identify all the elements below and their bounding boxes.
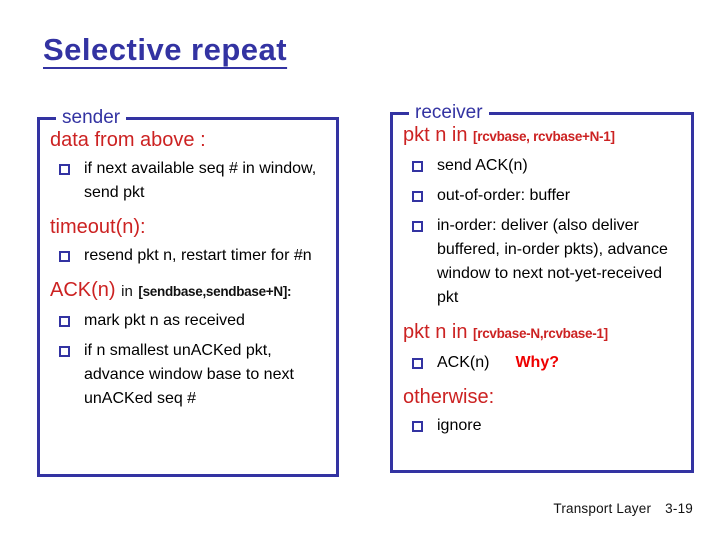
receiver-heading-otherwise: otherwise:: [403, 386, 495, 408]
sender-panel-body: data from above : if next available seq …: [40, 120, 336, 411]
bullet-text: if n smallest unACKed pkt, advance windo…: [84, 342, 294, 407]
sender-ack-bullets: mark pkt n as received if n smallest unA…: [50, 309, 330, 411]
receiver-in-window-bullets: send ACK(n) out-of-order: buffer in-orde…: [403, 154, 685, 310]
list-item: in-order: deliver (also deliver buffered…: [403, 214, 685, 310]
list-item: resend pkt n, restart timer for #n: [50, 244, 330, 268]
bullet-square-icon: [59, 346, 70, 357]
ack-text: ACK(n): [437, 354, 490, 371]
bullet-text: ACK(n) Why?: [437, 351, 559, 375]
ack-event-range: [sendbase,sendbase+N]:: [138, 284, 292, 299]
bullet-square-icon: [412, 191, 423, 202]
footer-chapter-label: Transport Layer: [553, 501, 652, 516]
slide-footer: Transport Layer 3-19: [553, 501, 693, 516]
ack-event-in: in: [121, 283, 133, 300]
pkt-event-range: [rcvbase-N,rcvbase-1]: [473, 326, 608, 341]
sender-heading-data-from-above: data from above :: [50, 129, 206, 151]
bullet-text: mark pkt n as received: [84, 312, 245, 329]
list-item: if next available seq # in window, send …: [50, 157, 330, 205]
bullet-square-icon: [412, 358, 423, 369]
list-item: ACK(n) Why?: [403, 351, 685, 375]
bullet-square-icon: [59, 164, 70, 175]
receiver-heading-pkt-in-window: pkt n in [rcvbase, rcvbase+N-1]: [403, 123, 685, 149]
ack-event-name: ACK(n): [50, 279, 116, 301]
bullet-text: resend pkt n, restart timer for #n: [84, 247, 312, 264]
sender-heading-timeout: timeout(n):: [50, 216, 146, 238]
pkt-event-name: pkt n in: [403, 321, 468, 343]
sender-panel-label: sender: [56, 107, 127, 129]
receiver-otherwise-bullets: ignore: [403, 414, 685, 438]
receiver-panel: receiver pkt n in [rcvbase, rcvbase+N-1]…: [390, 102, 694, 473]
bullet-text: if next available seq # in window, send …: [84, 160, 317, 201]
sender-timeout-bullets: resend pkt n, restart timer for #n: [50, 244, 330, 268]
list-item: out-of-order: buffer: [403, 184, 685, 208]
list-item: ignore: [403, 414, 685, 438]
pkt-event-name: pkt n in: [403, 124, 468, 146]
list-item: if n smallest unACKed pkt, advance windo…: [50, 339, 330, 411]
slide-title: Selective repeat: [43, 32, 288, 67]
bullet-text: out-of-order: buffer: [437, 187, 571, 204]
receiver-heading-pkt-below-window: pkt n in [rcvbase-N,rcvbase-1]: [403, 320, 685, 346]
receiver-below-window-bullets: ACK(n) Why?: [403, 351, 685, 375]
pkt-event-range: [rcvbase, rcvbase+N-1]: [473, 129, 615, 144]
bullet-square-icon: [412, 161, 423, 172]
bullet-square-icon: [412, 421, 423, 432]
list-item: mark pkt n as received: [50, 309, 330, 333]
bullet-square-icon: [59, 251, 70, 262]
bullet-text: in-order: deliver (also deliver buffered…: [437, 217, 668, 306]
sender-panel: sender data from above : if next availab…: [37, 107, 339, 477]
why-emphasis: Why?: [515, 354, 559, 371]
receiver-panel-label: receiver: [409, 102, 489, 124]
bullet-square-icon: [412, 221, 423, 232]
list-item: send ACK(n): [403, 154, 685, 178]
bullet-square-icon: [59, 316, 70, 327]
footer-page-number: 3-19: [665, 501, 693, 516]
bullet-text: ignore: [437, 417, 482, 434]
bullet-text: send ACK(n): [437, 157, 528, 174]
receiver-panel-body: pkt n in [rcvbase, rcvbase+N-1] send ACK…: [393, 115, 691, 438]
sender-data-from-above-bullets: if next available seq # in window, send …: [50, 157, 330, 205]
sender-heading-ack: ACK(n) in [sendbase,sendbase+N]:: [50, 278, 330, 304]
